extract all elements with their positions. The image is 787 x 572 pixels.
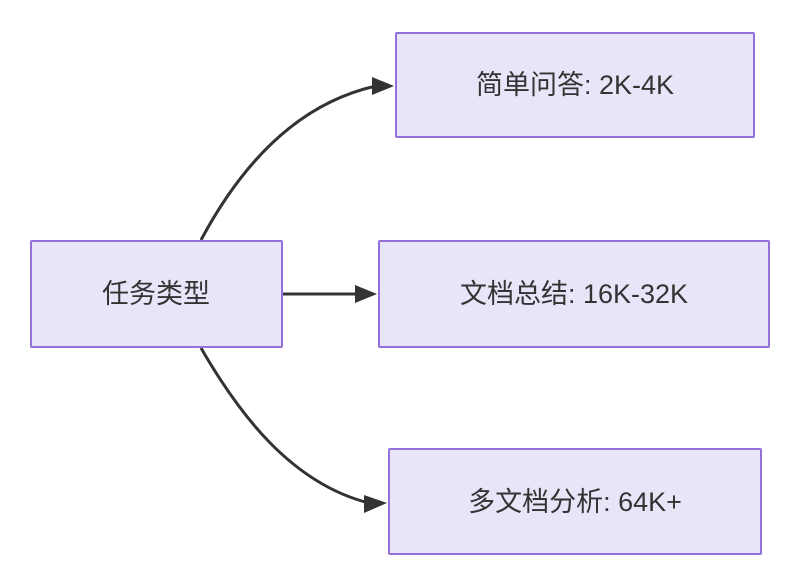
edge-task-type-to-multi-doc-analysis[interactable] xyxy=(199,347,387,513)
arrow-head-icon xyxy=(364,495,387,513)
edge-group xyxy=(199,77,394,513)
edge-path-curved-down xyxy=(199,347,370,505)
edge-task-type-to-doc-summary[interactable] xyxy=(283,285,377,303)
node-group: 任务类型 简单问答: 2K-4K 文档总结: 16K-32K 多文档分析: 64… xyxy=(30,32,770,555)
node-simple-qa-rect xyxy=(395,32,755,138)
node-task-type-rect xyxy=(30,240,283,348)
node-simple-qa-label: 简单问答: 2K-4K xyxy=(476,70,674,100)
node-multi-doc-analysis[interactable]: 多文档分析: 64K+ xyxy=(388,448,762,555)
arrow-head-icon xyxy=(355,285,377,303)
edge-path-curved-up xyxy=(199,84,377,241)
node-simple-qa[interactable]: 简单问答: 2K-4K xyxy=(395,32,755,138)
arrow-head-icon xyxy=(372,77,394,95)
edge-task-type-to-simple-qa[interactable] xyxy=(199,77,394,241)
node-task-type[interactable]: 任务类型 xyxy=(30,240,283,348)
node-multi-doc-analysis-rect xyxy=(388,448,762,555)
node-multi-doc-analysis-label: 多文档分析: 64K+ xyxy=(468,487,682,517)
node-doc-summary-rect xyxy=(378,240,770,348)
node-doc-summary[interactable]: 文档总结: 16K-32K xyxy=(378,240,770,348)
node-doc-summary-label: 文档总结: 16K-32K xyxy=(460,279,688,309)
node-task-type-label: 任务类型 xyxy=(102,279,210,309)
